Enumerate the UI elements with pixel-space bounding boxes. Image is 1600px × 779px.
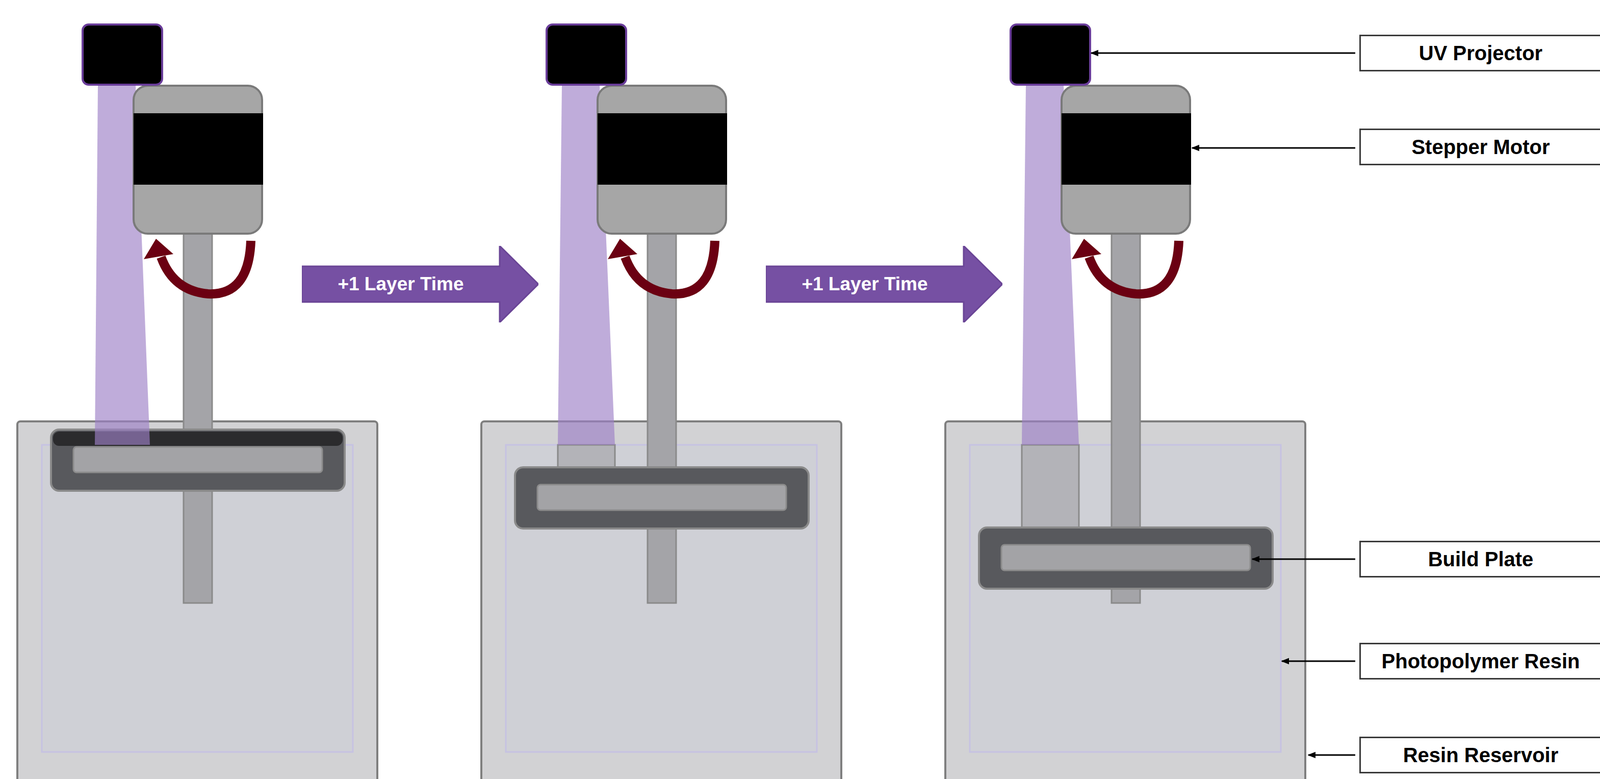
part-name: Stepper Motor <box>1411 135 1550 159</box>
arrow-label: +1 Layer Time <box>301 273 500 295</box>
part-label-box: Stepper Motor <box>1359 128 1600 166</box>
part-name: Photopolymer Resin <box>1381 649 1581 673</box>
stage-one <box>17 24 378 779</box>
stage-three <box>945 24 1306 779</box>
part-label-box: Build Plate <box>1359 540 1600 578</box>
step-arrow: +1 Layer Time <box>301 245 539 323</box>
arrow-label: +1 Layer Time <box>765 273 964 295</box>
part-label-box: Photopolymer Resin <box>1359 642 1600 680</box>
part-name: Build Plate <box>1428 547 1534 571</box>
part-name: UV Projector <box>1418 41 1543 65</box>
stage-two <box>481 24 842 779</box>
leader-lines <box>1091 53 1356 755</box>
part-label-box: Resin Reservoir <box>1359 736 1600 773</box>
part-label-box: UV Projector <box>1359 34 1600 72</box>
part-name: Resin Reservoir <box>1403 743 1559 767</box>
step-arrow: +1 Layer Time <box>765 245 1003 323</box>
